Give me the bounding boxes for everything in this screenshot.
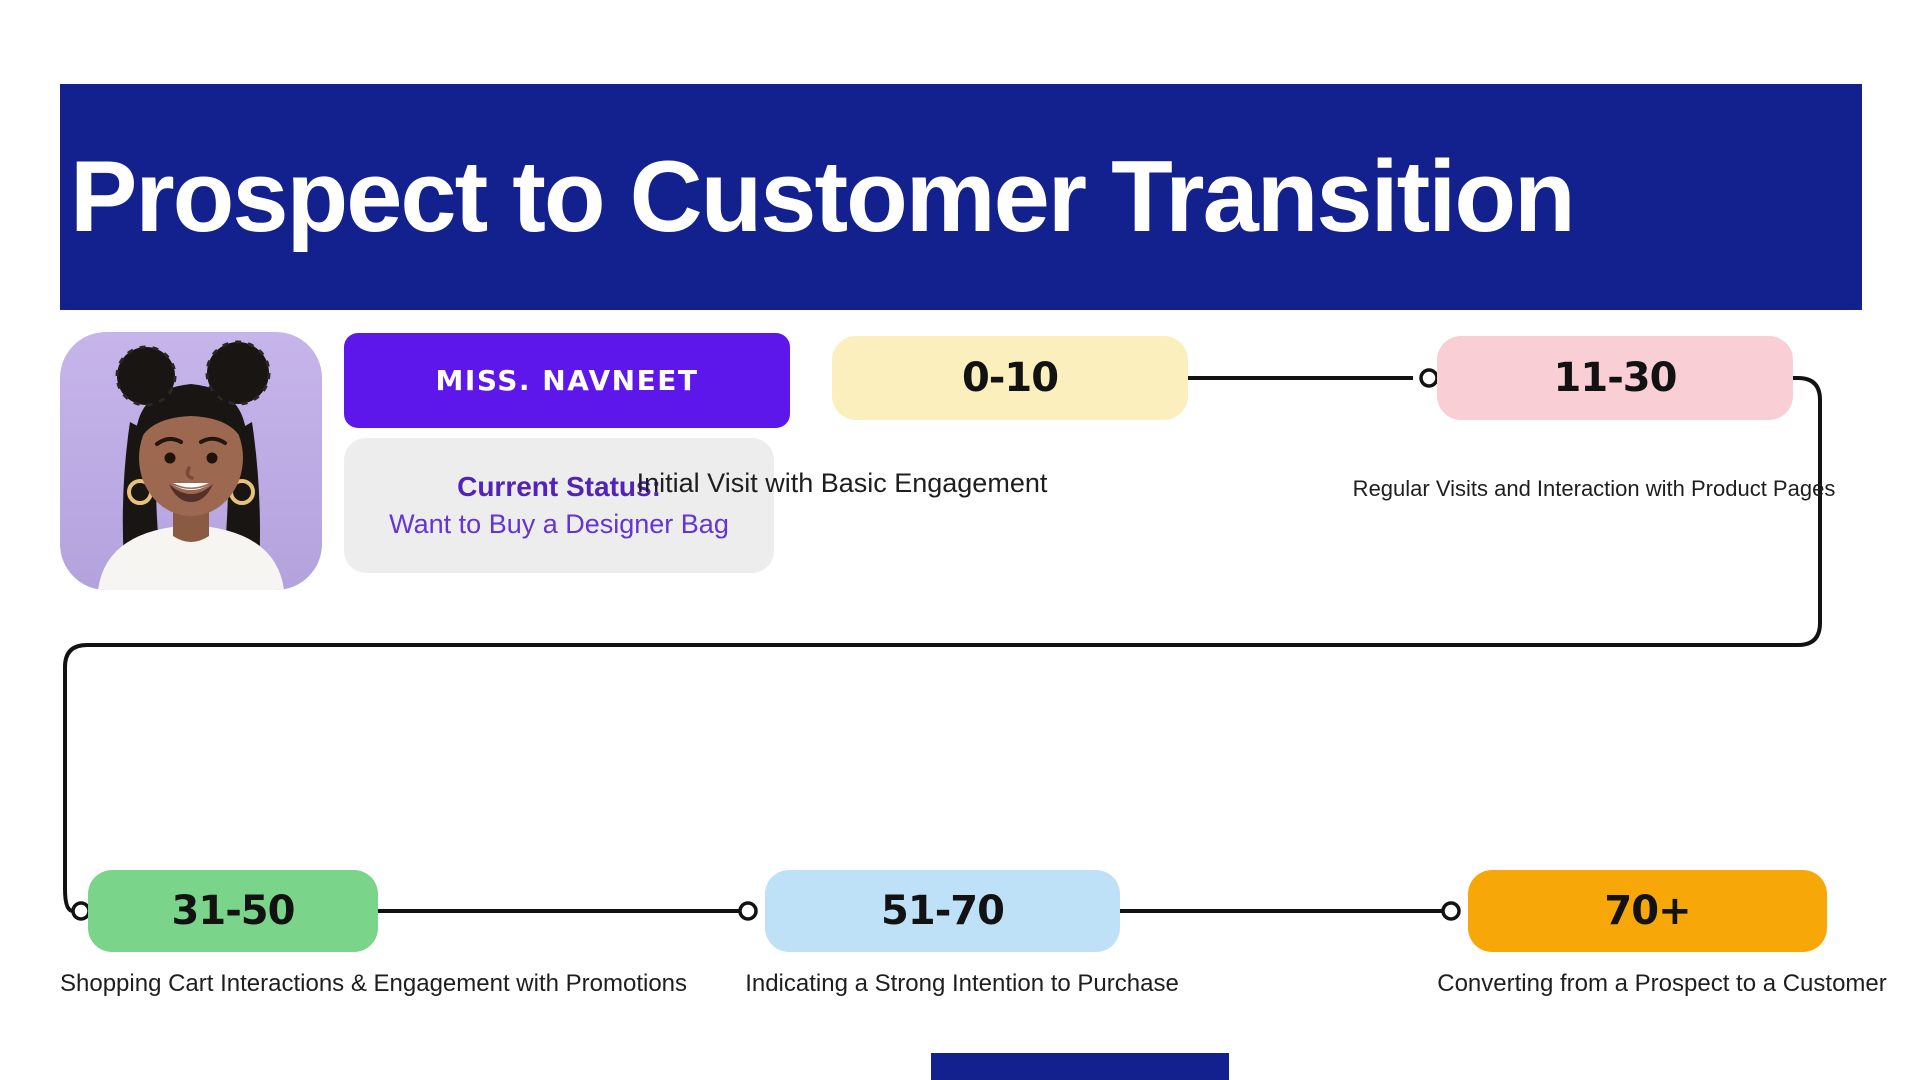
stage-caption-70plus: Converting from a Prospect to a Customer (1437, 970, 1887, 997)
name-badge: MISS. NAVNEET (344, 333, 790, 428)
title-banner: Prospect to Customer Transition (60, 84, 1862, 310)
person-portrait-icon (60, 332, 322, 590)
stage-range-label: 70+ (1604, 888, 1691, 934)
stage-caption-31-50: Shopping Cart Interactions & Engagement … (60, 970, 688, 997)
stage-caption-0-10: Initial Visit with Basic Engagement (636, 468, 1048, 498)
stage-box-51-70: 51-70 (765, 870, 1120, 952)
page-title: Prospect to Customer Transition (70, 140, 1576, 253)
stage-box-70plus: 70+ (1468, 870, 1827, 952)
node-dot (738, 901, 758, 921)
connector-stage2-stage3 (63, 376, 1822, 913)
stage-range-label: 0-10 (961, 355, 1059, 401)
stage-box-0-10: 0-10 (832, 336, 1188, 420)
footer-accent-bar (931, 1053, 1229, 1080)
stage-caption-51-70: Indicating a Strong Intention to Purchas… (745, 970, 1179, 997)
node-dot (1441, 901, 1461, 921)
stage-range-label: 31-50 (171, 888, 296, 934)
name-badge-label: MISS. NAVNEET (435, 364, 699, 397)
stage-range-label: 11-30 (1553, 355, 1678, 401)
status-card: Current Status: Want to Buy a Designer B… (344, 438, 774, 573)
stage-box-31-50: 31-50 (88, 870, 378, 952)
avatar (60, 332, 322, 590)
stage-box-11-30: 11-30 (1437, 336, 1793, 420)
status-value: Want to Buy a Designer Bag (389, 509, 729, 539)
status-label: Current Status: (457, 471, 661, 502)
node-dot (71, 901, 91, 921)
stage-range-label: 51-70 (881, 888, 1005, 934)
stage-caption-11-30: Regular Visits and Interaction with Prod… (1352, 476, 1836, 501)
node-dot (1419, 368, 1439, 388)
